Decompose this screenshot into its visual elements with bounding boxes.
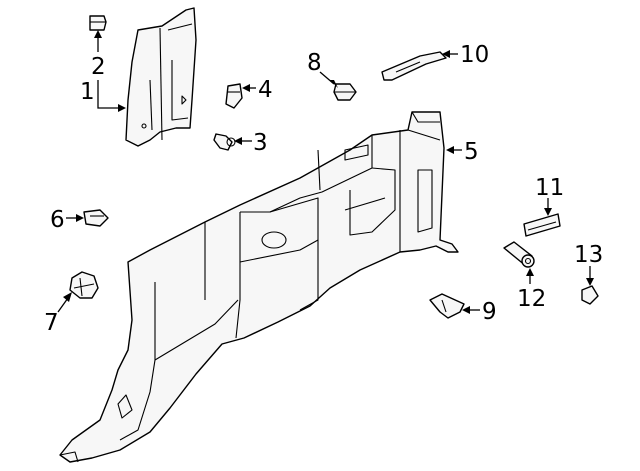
bushing-part-12 — [503, 241, 535, 268]
bracket-part-4 — [225, 83, 243, 109]
callout-11: 11 — [535, 175, 564, 201]
callout-5: 5 — [464, 139, 479, 165]
callout-4: 4 — [258, 77, 273, 103]
callout-9: 9 — [482, 299, 497, 325]
fastener-part-7 — [69, 271, 99, 299]
callout-2: 2 — [91, 54, 106, 80]
callout-6: 6 — [50, 207, 65, 233]
pad-part-11 — [523, 213, 561, 237]
callout-labels: 1 2 3 4 5 6 7 8 9 10 11 12 13 — [44, 42, 603, 336]
clip-part-8 — [333, 83, 357, 101]
callout-12: 12 — [517, 286, 546, 312]
callout-10: 10 — [460, 42, 489, 68]
quarter-trim-panel — [59, 111, 459, 463]
callout-3: 3 — [253, 130, 268, 156]
cap-part-13 — [581, 285, 599, 305]
callout-7: 7 — [44, 310, 59, 336]
push-pin-part-3 — [213, 133, 236, 151]
callout-1: 1 — [80, 79, 95, 105]
clip-part-2 — [89, 15, 107, 31]
callout-13: 13 — [574, 242, 603, 268]
bracket-part-9 — [429, 293, 465, 319]
callout-8: 8 — [307, 50, 322, 76]
leader-lines — [57, 30, 594, 314]
pillar-trim — [125, 7, 197, 147]
clip-part-6 — [83, 209, 109, 227]
strap-part-10 — [381, 51, 447, 81]
